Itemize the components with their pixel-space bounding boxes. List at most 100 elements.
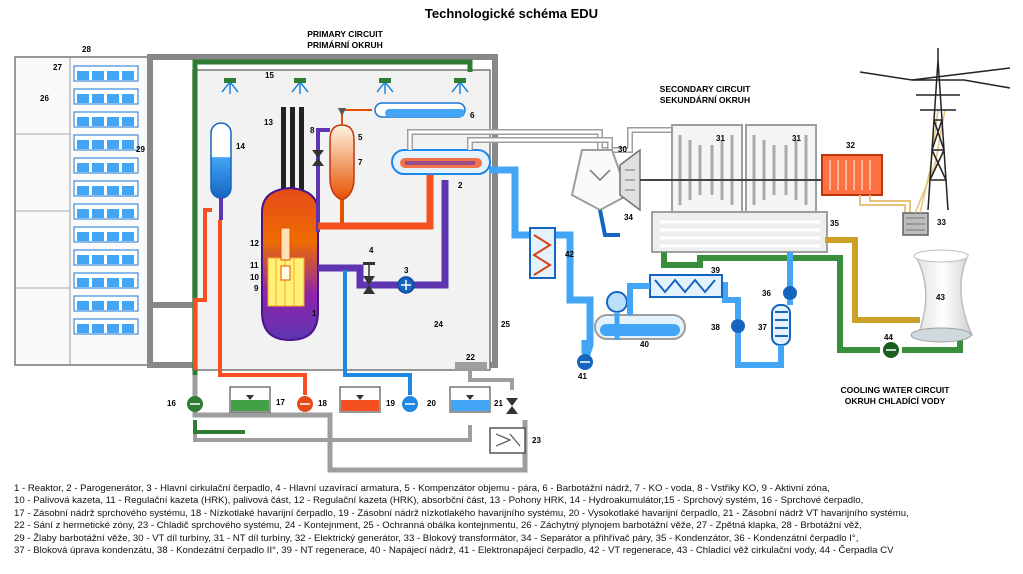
label-32: 32 bbox=[846, 141, 855, 150]
label-31b: 31 bbox=[792, 134, 801, 143]
tray-water bbox=[92, 209, 104, 218]
tray-water bbox=[122, 209, 134, 218]
tray-water bbox=[107, 232, 119, 241]
main-circulation-pump bbox=[397, 276, 415, 294]
tray-water bbox=[77, 117, 89, 126]
pressurizer-injection-line bbox=[316, 128, 330, 232]
unit-transformer bbox=[902, 212, 929, 236]
cooling-water-supply bbox=[661, 252, 880, 353]
label-26: 26 bbox=[40, 94, 49, 103]
lp-turbines bbox=[671, 124, 817, 216]
hp-turbine bbox=[619, 148, 641, 212]
spray-pump bbox=[187, 396, 203, 412]
emergency-injection-line bbox=[193, 208, 212, 370]
tray-water bbox=[122, 255, 134, 264]
main-isolation-valve bbox=[363, 262, 375, 294]
label-37: 37 bbox=[758, 323, 767, 332]
label-33: 33 bbox=[937, 218, 946, 227]
tray-water bbox=[77, 324, 89, 333]
spray-cooler bbox=[489, 427, 526, 454]
diagram-title: Technologické schéma EDU bbox=[424, 6, 599, 21]
tray-water bbox=[92, 301, 104, 310]
legend: 1 - Reaktor, 2 - Parogenerátor, 3 - Hlav… bbox=[14, 483, 1014, 557]
tray-water bbox=[92, 94, 104, 103]
primary-circuit-cz: PRIMÁRNÍ OKRUH bbox=[307, 40, 383, 50]
lp-heaters bbox=[649, 274, 723, 298]
legend-line: 29 - Žlaby barbotážní věže, 30 - VT díl … bbox=[14, 532, 859, 544]
tray-water bbox=[122, 71, 134, 80]
label-7: 7 bbox=[358, 158, 363, 167]
cooling-water-return bbox=[825, 237, 920, 323]
legend-line: 10 - Palivová kazeta, 11 - Regulační kaz… bbox=[14, 495, 864, 507]
cooling-circuit-heading: COOLING WATER CIRCUIT OKRUH CHLADÍCÍ VOD… bbox=[820, 385, 970, 407]
label-15: 15 bbox=[265, 71, 274, 80]
tray-water bbox=[107, 94, 119, 103]
tray-water bbox=[107, 255, 119, 264]
tray-water bbox=[92, 232, 104, 241]
tray-water bbox=[92, 140, 104, 149]
generator-busbar bbox=[859, 195, 911, 214]
tray-water bbox=[107, 301, 119, 310]
cooling-tower bbox=[910, 249, 974, 343]
tray-water bbox=[77, 232, 89, 241]
label-5: 5 bbox=[358, 133, 363, 142]
high-pressure-storage-tank bbox=[449, 386, 491, 413]
label-4: 4 bbox=[369, 246, 374, 255]
moisture-separator-reheater bbox=[570, 149, 630, 237]
condenser bbox=[651, 211, 828, 253]
low-pressure-emergency-pump bbox=[297, 396, 313, 412]
tray-water bbox=[77, 140, 89, 149]
low-pressure-storage-tank bbox=[339, 386, 381, 413]
label-14: 14 bbox=[236, 142, 245, 151]
tray-water bbox=[77, 278, 89, 287]
spray-nozzles bbox=[221, 78, 469, 94]
condensate-pump-1 bbox=[783, 286, 797, 300]
reactor-vessel bbox=[261, 186, 319, 342]
label-27: 27 bbox=[53, 63, 62, 72]
cooling-water-pump bbox=[883, 342, 899, 358]
tray-water bbox=[122, 278, 134, 287]
hydroaccumulator bbox=[210, 122, 232, 220]
label-24: 24 bbox=[434, 320, 443, 329]
tray-water bbox=[107, 278, 119, 287]
label-40: 40 bbox=[640, 340, 649, 349]
tray-water bbox=[77, 186, 89, 195]
label-23: 23 bbox=[532, 436, 541, 445]
high-pressure-emergency-pump bbox=[402, 396, 418, 412]
bubbler-trays bbox=[73, 65, 139, 335]
tray-water bbox=[92, 163, 104, 172]
tray-water bbox=[122, 140, 134, 149]
label-10: 10 bbox=[250, 273, 259, 282]
spray-storage-tank bbox=[229, 386, 271, 413]
label-36: 36 bbox=[762, 289, 771, 298]
containment-suction-valve bbox=[506, 398, 518, 414]
label-41: 41 bbox=[578, 372, 587, 381]
label-44: 44 bbox=[884, 333, 893, 342]
legend-line: 37 - Bloková úprava kondenzátu, 38 - Kon… bbox=[14, 545, 894, 557]
pressurizer bbox=[329, 108, 372, 228]
label-30: 30 bbox=[618, 145, 627, 154]
label-42: 42 bbox=[565, 250, 574, 259]
containment-sump bbox=[455, 362, 487, 370]
label-6: 6 bbox=[470, 111, 475, 120]
containment-connection bbox=[150, 302, 195, 308]
label-43: 43 bbox=[936, 293, 945, 302]
feedwater-line bbox=[490, 166, 530, 239]
tray-water bbox=[107, 117, 119, 126]
feedwater-pump bbox=[577, 354, 593, 370]
tray-water bbox=[92, 278, 104, 287]
electric-generator bbox=[821, 154, 883, 196]
hp-heater bbox=[529, 227, 556, 279]
tray-water bbox=[107, 209, 119, 218]
secondary-circuit-cz: SEKUNDÁRNÍ OKRUH bbox=[659, 95, 751, 105]
schematic-svg: 1 2 3 4 5 6 7 8 9 10 11 12 13 14 15 16 1… bbox=[14, 45, 1011, 473]
spray-header-pipe bbox=[192, 59, 473, 415]
legend-line: 1 - Reaktor, 2 - Parogenerátor, 3 - Hlav… bbox=[14, 483, 830, 494]
label-18: 18 bbox=[318, 399, 327, 408]
label-21: 21 bbox=[494, 399, 503, 408]
tray-water bbox=[107, 140, 119, 149]
tray-water bbox=[77, 94, 89, 103]
label-28: 28 bbox=[82, 45, 91, 54]
primary-circuit-heading: PRIMARY CIRCUIT PRIMÁRNÍ OKRUH bbox=[280, 29, 410, 51]
condensate-treatment bbox=[771, 304, 791, 346]
